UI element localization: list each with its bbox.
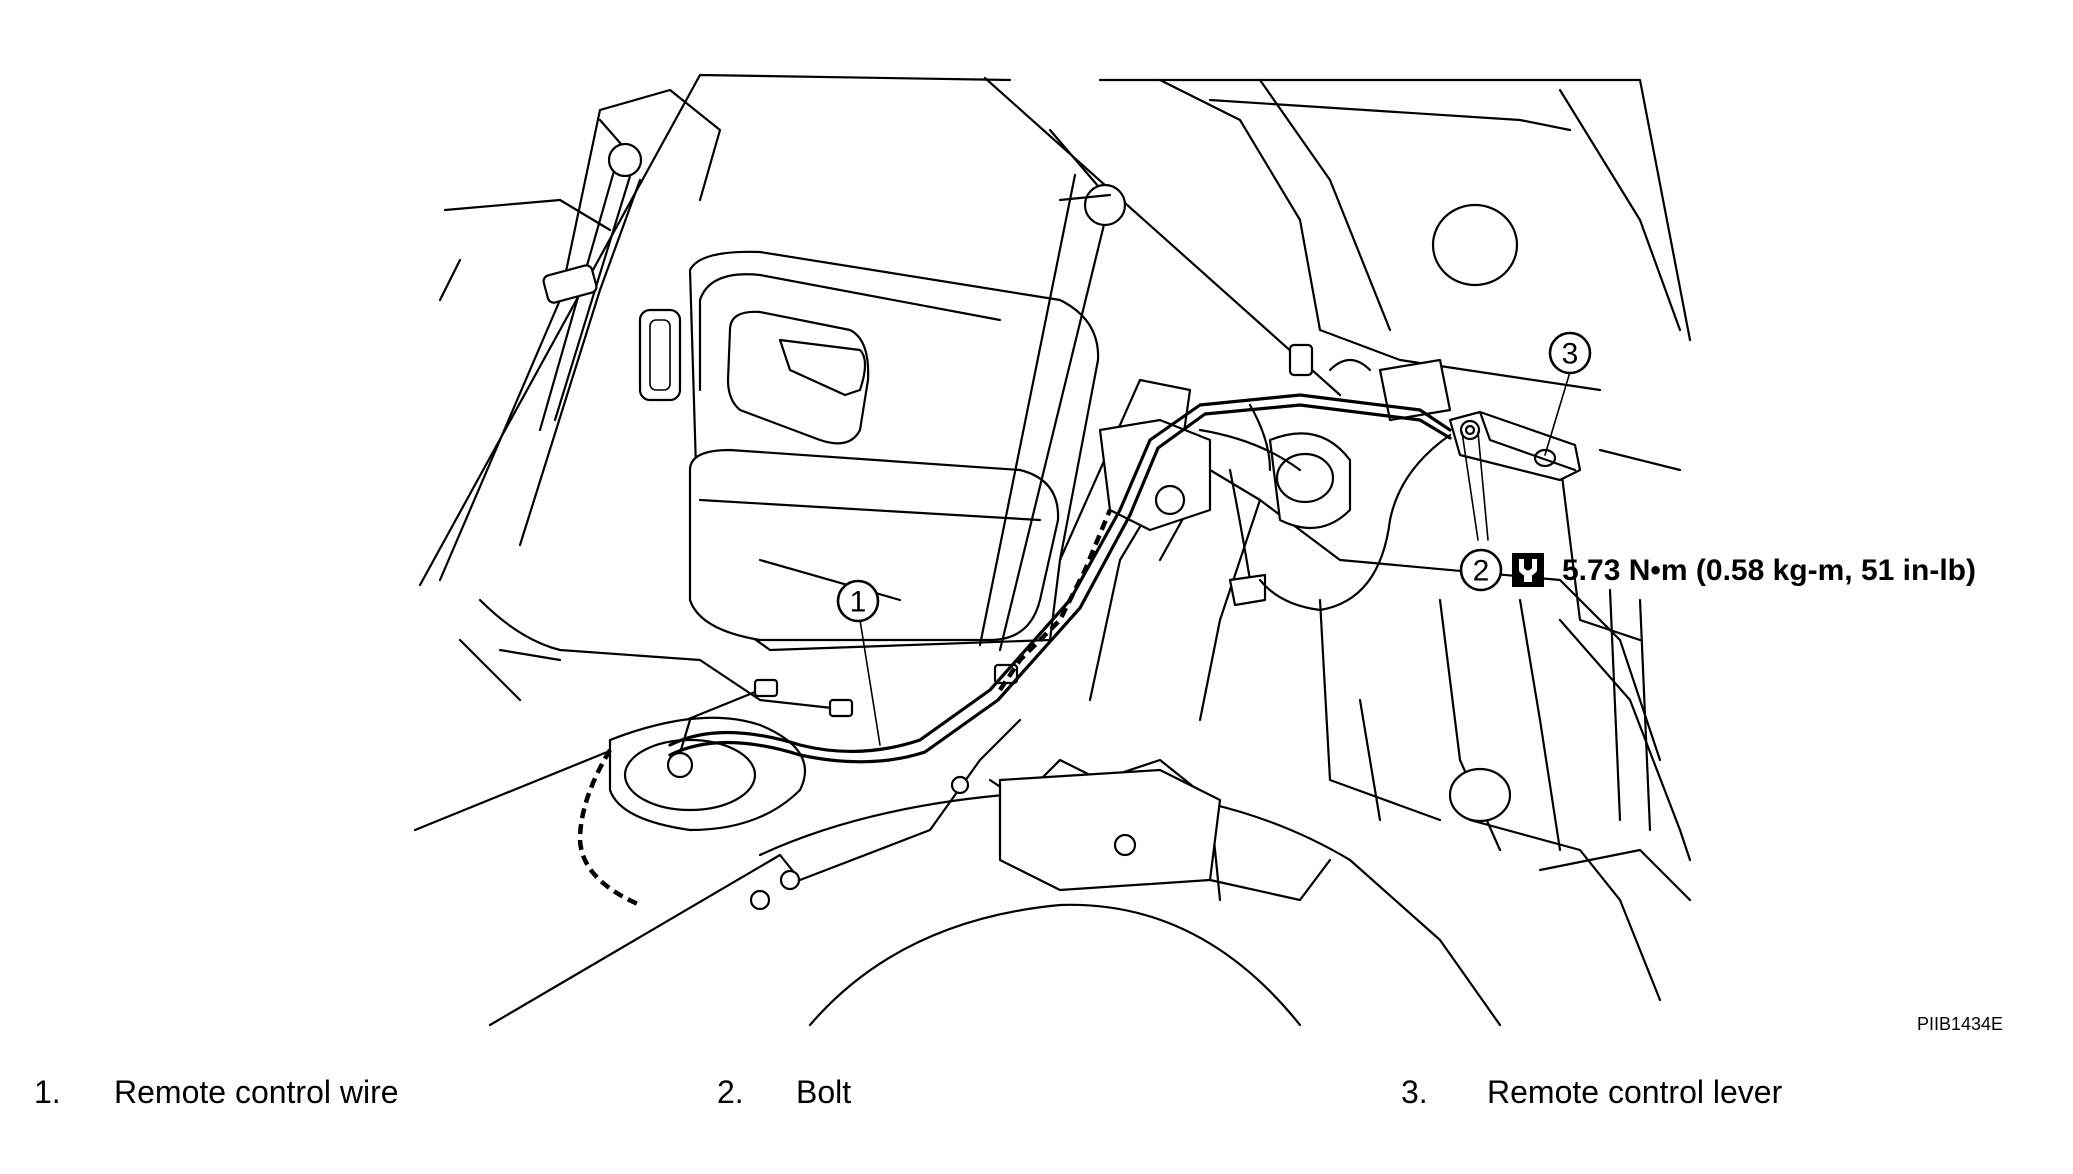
callout-2: 2 [1459, 548, 1503, 592]
remote-control-lever [1448, 410, 1582, 482]
callout-3: 3 [1548, 331, 1592, 375]
remote-control-wire [577, 393, 1452, 908]
torque-spec: 5.73 N•m (0.58 kg-m, 51 in-lb) [1512, 553, 1976, 587]
legend-label: Bolt [796, 1074, 852, 1110]
torque-wrench-icon [1512, 553, 1544, 587]
torque-value: 5.73 N•m (0.58 kg-m, 51 in-lb) [1562, 554, 1976, 587]
leader-lines [859, 371, 1571, 746]
figure-id: PIIB1434E [1917, 1014, 2003, 1034]
parts-legend: 1. Remote control wire 2. Bolt 3. Remote… [0, 1070, 2073, 1120]
callout-1-number: 1 [850, 586, 867, 619]
callout-3-number: 3 [1562, 338, 1579, 371]
legend-label: Remote control wire [114, 1074, 399, 1110]
legend-number: 2. [717, 1074, 744, 1110]
legend-label: Remote control lever [1487, 1074, 1783, 1110]
legend-number: 1. [34, 1074, 61, 1110]
callout-2-number: 2 [1473, 555, 1490, 588]
callout-1: 1 [836, 579, 880, 623]
bolt [1459, 419, 1481, 441]
legend-number: 3. [1401, 1074, 1428, 1110]
vehicle-interior-drawing [413, 73, 1692, 1027]
